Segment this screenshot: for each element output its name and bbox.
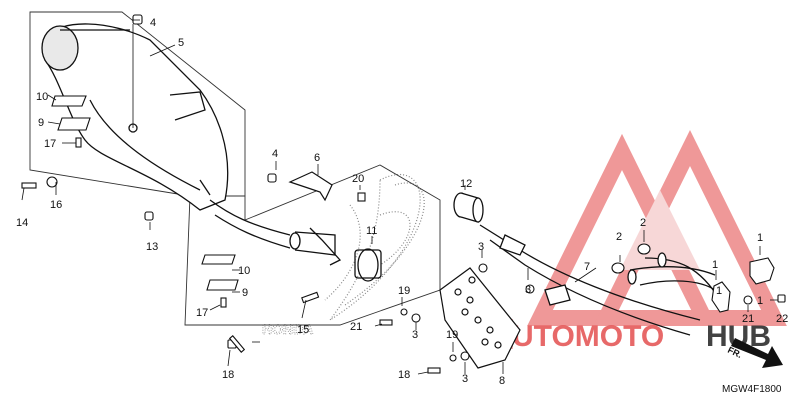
callout-label: 3 — [462, 373, 468, 385]
small-parts — [21, 14, 786, 374]
callout-label: 16 — [50, 199, 62, 211]
callout-label: 21 — [350, 321, 362, 333]
callout-label: 20 — [352, 173, 364, 185]
exhaust-gasket — [453, 192, 484, 223]
callout-label: 12 — [460, 178, 472, 190]
callout-label: 1 — [757, 295, 763, 307]
callout-label: 22 — [776, 313, 788, 325]
callout-label: 7 — [584, 261, 590, 273]
callout-label: 4 — [272, 148, 278, 160]
callout-label: 9 — [242, 287, 248, 299]
callout-label: 1 — [757, 232, 763, 244]
callout-label: 21 — [742, 313, 754, 325]
callout-label: 13 — [146, 241, 158, 253]
callout-label: 17 — [44, 138, 56, 150]
callout-label: 8 — [499, 375, 505, 387]
diagram-code: MGW4F1800 — [722, 384, 782, 395]
callout-label: 2 — [640, 217, 646, 229]
callout-label: 10 — [36, 91, 48, 103]
callout-label: 11 — [366, 225, 377, 237]
band-clamp — [354, 248, 382, 282]
callout-label: 15 — [297, 324, 309, 336]
callout-label: 1 — [716, 285, 722, 297]
callout-label: 3 — [478, 241, 484, 253]
callout-label: 4 — [150, 17, 156, 29]
heat-protector — [439, 267, 521, 369]
heat-shield-bracket — [288, 171, 333, 202]
callout-label: 3 — [525, 284, 531, 296]
callout-label: 18 — [398, 369, 410, 381]
watermark-text-main: UTOMOTO — [512, 320, 664, 353]
callout-label: 5 — [178, 37, 184, 49]
callout-label: 3 — [412, 329, 418, 341]
callout-label: 6 — [314, 152, 320, 164]
callout-label: 2 — [616, 231, 622, 243]
callout-label: 19 — [446, 329, 458, 341]
muffler — [41, 23, 229, 211]
callout-label: 10 — [238, 265, 250, 277]
callout-label: 19 — [398, 285, 410, 297]
honda-wing-logo — [324, 173, 425, 321]
exhaust-pipe-assembly — [479, 224, 721, 336]
leader-lines — [21, 19, 778, 375]
connecting-pipe — [209, 199, 342, 266]
callout-label: 1 — [712, 259, 718, 271]
assembly-box-lower — [184, 164, 441, 326]
callout-label: 18 — [222, 369, 234, 381]
callout-numbers: 4 5 10 9 17 16 14 13 4 6 20 12 11 3 3 7 … — [16, 17, 788, 387]
callout-label: 9 — [38, 117, 44, 129]
callout-label: 17 — [196, 307, 208, 319]
callout-label: 14 — [16, 217, 28, 229]
